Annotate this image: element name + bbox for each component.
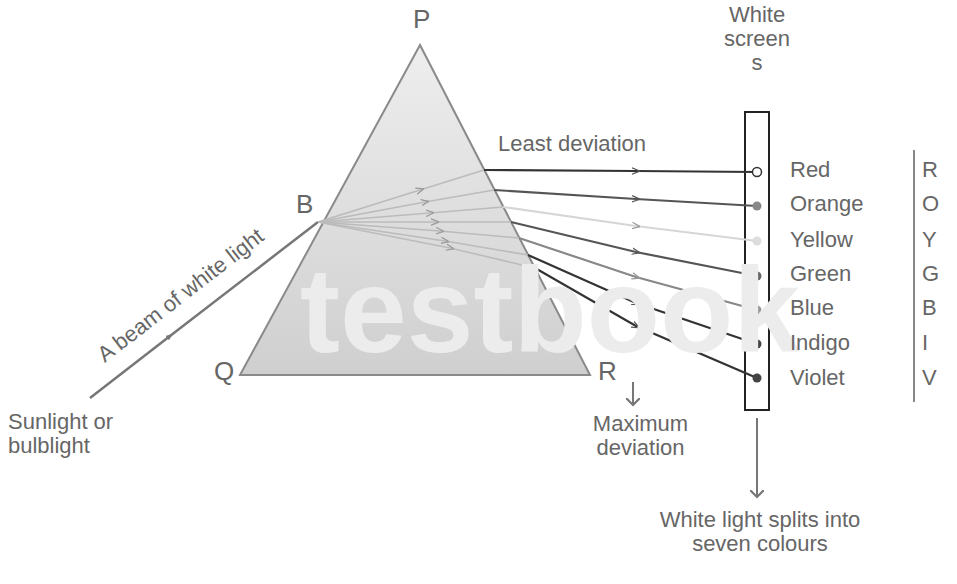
vertex-label: Q <box>214 357 234 386</box>
color-initial: B <box>922 296 937 320</box>
initials-bracket <box>913 150 915 402</box>
deviation-label: Least deviation <box>498 132 646 156</box>
color-name: Blue <box>790 296 834 320</box>
color-name: Yellow <box>790 228 853 252</box>
color-name: Violet <box>790 366 845 390</box>
color-initial: I <box>922 331 928 355</box>
beam-label: A beam of white light <box>93 224 268 367</box>
watermark: testbook <box>300 250 800 370</box>
vertex-label: P <box>413 5 430 34</box>
color-initial: O <box>922 192 939 216</box>
color-initial: V <box>922 366 937 390</box>
color-name: Indigo <box>790 331 850 355</box>
point-label: B <box>296 190 313 219</box>
color-initial: Y <box>922 228 937 252</box>
source-label: Sunlight or bulblight <box>8 410 148 458</box>
color-name: Green <box>790 262 851 286</box>
screen-label: White screen s <box>719 3 795 76</box>
color-initial: G <box>922 262 939 286</box>
color-initial: R <box>922 158 938 182</box>
vertex-label: R <box>598 357 617 386</box>
screen-arrow <box>756 418 758 497</box>
color-name: Orange <box>790 192 863 216</box>
deviation-arrow <box>632 382 634 405</box>
deviation-label: Maximum deviation <box>578 412 703 460</box>
color-name: Red <box>790 158 830 182</box>
incident-beam <box>90 222 318 398</box>
caption-note: White light splits into seven colours <box>658 508 863 556</box>
